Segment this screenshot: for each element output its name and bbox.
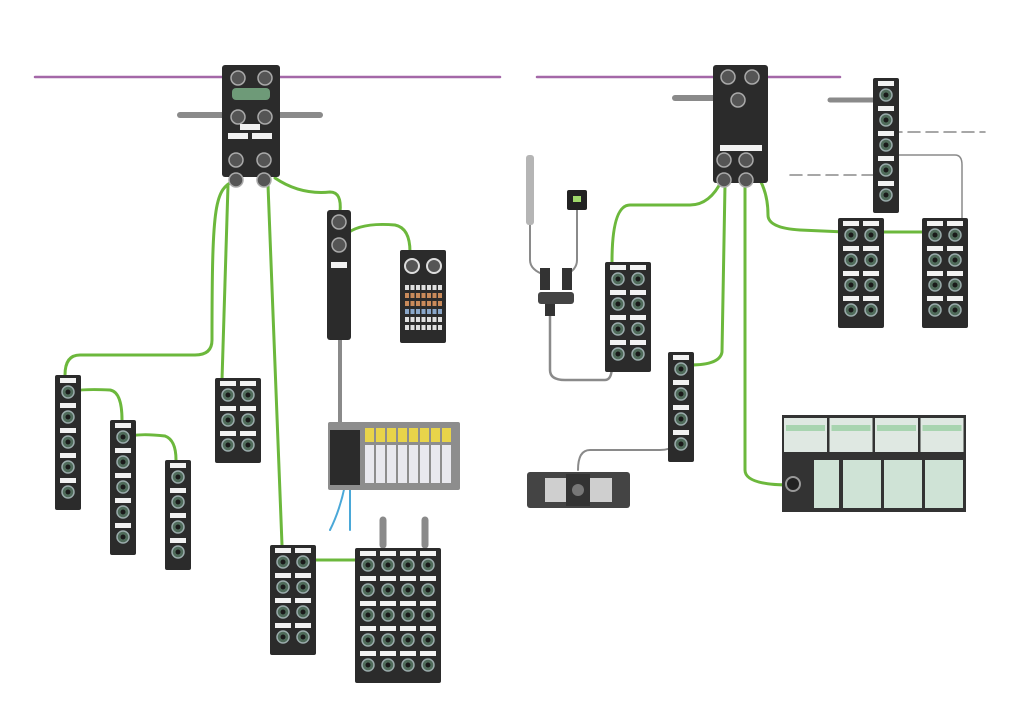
signal-cable	[889, 154, 963, 226]
io-module[interactable]	[873, 78, 899, 213]
valve-terminal[interactable]	[328, 422, 460, 490]
io-module[interactable]	[838, 218, 884, 328]
io-module[interactable]	[270, 545, 316, 655]
actuator-cable	[577, 429, 681, 471]
ethernet-cable	[688, 183, 727, 367]
sensor-cable	[548, 308, 614, 382]
valve-control-module[interactable]	[327, 210, 351, 340]
sensor-cylindrical	[526, 155, 534, 225]
ethernet-cable	[743, 183, 792, 487]
io-module[interactable]	[165, 460, 191, 570]
ethernet-cable	[343, 223, 412, 254]
sensor-block	[567, 190, 587, 210]
ethernet-cable	[610, 178, 724, 264]
gateway-module-left[interactable]	[222, 65, 280, 188]
ethernet-cable	[63, 178, 237, 377]
ethernet-cable	[758, 178, 847, 234]
gateway-module-right[interactable]	[713, 65, 768, 188]
devices	[55, 65, 968, 683]
y-splitter	[538, 268, 574, 316]
io-module[interactable]	[110, 420, 136, 555]
io-module[interactable]	[922, 218, 968, 328]
ethernet-cable	[220, 183, 230, 382]
io-module[interactable]	[668, 352, 694, 462]
air-hose	[329, 484, 346, 531]
io-module[interactable]	[55, 375, 81, 510]
io-module[interactable]	[605, 262, 651, 372]
io-module-large[interactable]	[355, 548, 441, 683]
terminal-box[interactable]	[400, 250, 446, 343]
ethernet-cable	[273, 176, 342, 214]
io-module[interactable]	[215, 378, 261, 463]
sensor-cable	[564, 209, 578, 276]
plc-rack[interactable]	[782, 415, 966, 512]
ethernet-cable	[266, 183, 284, 547]
sensor-cable	[529, 224, 546, 276]
pneumatic-actuator[interactable]	[527, 472, 630, 508]
